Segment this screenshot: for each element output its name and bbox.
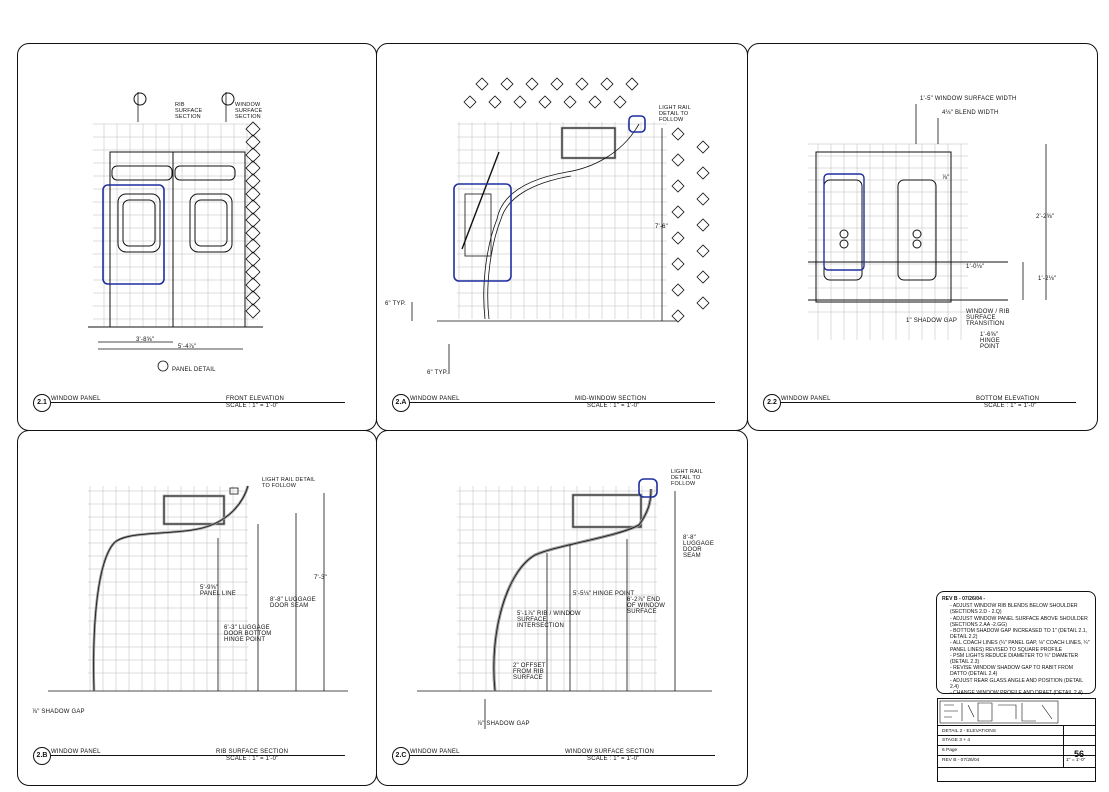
typ-label-2: 6" TYP. <box>427 370 448 376</box>
window-section-label: WINDOW SURFACE SECTION <box>235 102 263 120</box>
detail-badge: 2.2 <box>763 394 781 412</box>
revision-note: - ADJUST REAR GLASS ANGLE AND POSITION (… <box>950 677 1083 690</box>
rib-section-drawing <box>48 485 348 692</box>
dimension-a: 2'-2⅝" <box>1036 214 1055 220</box>
window-width-label: 1'-5" WINDOW SURFACE WIDTH <box>920 96 1017 102</box>
door-seam-label: 8'-8" LUGGAGE DOOR SEAM <box>270 597 316 609</box>
revision-note: - CHANGE WINDOW PROFILE AND DRAFT (DETAI… <box>950 690 1083 697</box>
offset-label: 2" OFFSET FROM RIB SURFACE <box>513 663 546 681</box>
detail-badge: 2.1 <box>33 394 51 412</box>
detail-badge: 2.C <box>392 747 410 765</box>
view-title: MID-WINDOW SECTION <box>575 396 647 402</box>
end-window-label: 6'-2⅞" END OF WINDOW SURFACE <box>627 597 666 615</box>
door-seam-label: 8'-8" LUGGAGE DOOR SEAM <box>683 535 715 559</box>
revision-note: - ADJUST WINDOW RIB BLENDS BELOW SHOULDE… <box>950 603 1078 616</box>
detail-badge: 2.A <box>392 394 410 412</box>
panel-title: WINDOW PANEL <box>410 749 460 755</box>
revision-note: - PSM LIGHTS REDUCE DIAMETER TO ¾" DIAME… <box>950 652 1079 666</box>
revision-note: - BOTTOM SHADOW GAP INCREASED TO 1" (DET… <box>950 628 1088 641</box>
light-rail-label: LIGHT RAIL DETAIL TO FOLLOW <box>262 477 316 489</box>
rib-section-label: RIB SURFACE SECTION <box>175 102 203 120</box>
panel-line-label: 5'-9⅝" PANEL LINE <box>200 585 237 597</box>
panel-window-surface-section: LIGHT RAIL DETAIL TO FOLLOW 8'-8" LUGGAG… <box>376 430 748 786</box>
panel-title: WINDOW PANEL <box>410 396 460 402</box>
panel-title: WINDOW PANEL <box>781 396 831 402</box>
scale-label: SCALE : 1" = 1'-0" <box>587 756 640 762</box>
shadow-gap-label: ⅞" SHADOW GAP <box>477 721 530 727</box>
scale-label: SCALE : 1" = 1'-0" <box>226 403 279 409</box>
mid-window-drawing <box>411 77 710 374</box>
view-title: FRONT ELEVATION <box>226 396 285 402</box>
view-title: RIB SURFACE SECTION <box>216 749 289 755</box>
light-rail-label: LIGHT RAIL DETAIL TO FOLLOW <box>659 105 691 123</box>
revision-notes: REV B - 07/26/04 - - ADJUST WINDOW RIB B… <box>936 591 1096 697</box>
revision-date: REV B - 07/26/04 <box>942 758 980 763</box>
hinge-point-label: 5'-5⅛" HINGE POINT <box>573 591 635 597</box>
shadow-gap-label: ⅞" SHADOW GAP <box>32 709 85 715</box>
scale-label: SCALE : 1" = 1'-0" <box>226 756 279 762</box>
view-title: WINDOW SURFACE SECTION <box>565 749 655 755</box>
light-rail-label: LIGHT RAIL DETAIL TO FOLLOW <box>671 469 703 487</box>
transition-label: WINDOW / RIB SURFACE TRANSITION <box>966 309 1010 327</box>
detail-name: DETAIL 2 - ELEVATIONS <box>942 729 996 734</box>
height-dimension: 7'-6" <box>655 224 668 230</box>
panel-rib-surface-section: LIGHT RAIL DETAIL TO FOLLOW 5'-9⅝" PANEL… <box>17 430 377 786</box>
panel-title: WINDOW PANEL <box>51 749 101 755</box>
panel-front-elevation: RIB SURFACE SECTION WINDOW SURFACE SECTI… <box>17 43 377 431</box>
scale-label: SCALE : 1" = 1'-0" <box>984 403 1037 409</box>
revision-note: - ADJUST WINDOW PANEL SURFACE ABOVE SHOU… <box>950 615 1088 628</box>
blend-width-label: 4⅛" BLEND WIDTH <box>942 110 999 116</box>
dimension-small: ⅞" <box>942 175 950 181</box>
revision-note: - REVISE WINDOW SHADOW GAP TO RABIT FROM… <box>950 665 1074 678</box>
hinge-point-label: 1'-6⅝" HINGE POINT <box>980 332 1001 350</box>
title-block: DETAIL 2 - ELEVATIONS STAGE 3 + 4 6 Page… <box>937 698 1096 782</box>
front-elevation-drawing <box>88 92 263 372</box>
dimension-c: 1'-2⅛" <box>1038 276 1057 282</box>
page-count: 6 Page <box>942 748 958 753</box>
revision-note: - ALL COACH LINES (¼" PANEL GAP, ⅛" COAC… <box>950 640 1090 653</box>
dimension-b: 1'-0⅛" <box>966 264 985 270</box>
scale-label: SCALE : 1" = 1'-0" <box>587 403 640 409</box>
revision-header: REV B - 07/26/04 - <box>942 596 986 602</box>
detail-badge: 2.B <box>33 747 51 765</box>
view-title: BOTTOM ELEVATION <box>976 396 1040 402</box>
bottom-elevation-drawing <box>808 104 1047 340</box>
intersection-label: 5'-1⅞" RIB / WINDOW SURFACE INTERSECTION <box>517 611 581 629</box>
title-scale: 1" = 1'-0" <box>1066 758 1086 763</box>
stage-name: STAGE 3 + 4 <box>942 738 971 743</box>
shadow-gap-label: 1" SHADOW GAP <box>906 318 958 324</box>
dimension-2: 5'-4⅞" <box>178 344 197 350</box>
window-section-drawing <box>417 478 712 729</box>
typ-label-1: 6" TYP. <box>385 301 406 307</box>
panel-mid-window-section: LIGHT RAIL DETAIL TO FOLLOW 6" TYP. 6" T… <box>376 43 748 431</box>
sheet-number: 56 <box>1074 749 1085 759</box>
hinge-point-label: 6'-3" LUGGAGE DOOR BOTTOM HINGE POINT <box>224 625 272 643</box>
dimension-1: 3'-8⅝" <box>136 337 155 343</box>
title-block-logo <box>939 700 1059 724</box>
overall-dimension: 7'-3" <box>314 575 327 581</box>
panel-bottom-elevation: 1'-5" WINDOW SURFACE WIDTH 4⅛" BLEND WID… <box>747 43 1098 431</box>
panel-detail-label: PANEL DETAIL <box>172 367 216 373</box>
panel-title: WINDOW PANEL <box>51 396 101 402</box>
